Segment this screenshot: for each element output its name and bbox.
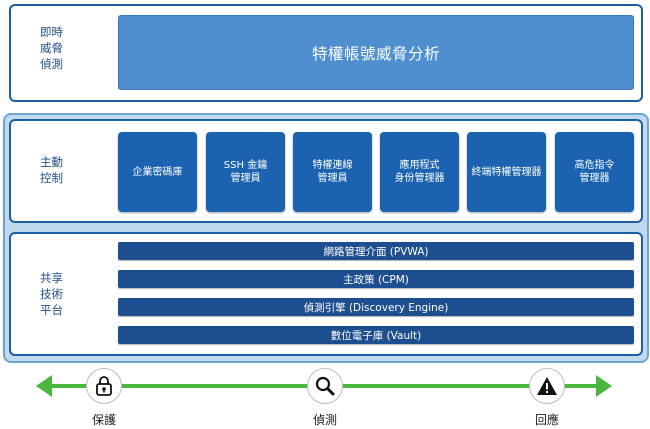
magnifier-icon [307,368,343,404]
application-identity-manager-box: 應用程式 身份管理器 [380,132,459,212]
threat-analytics-box: 特權帳號威脅分析 [118,15,634,90]
enterprise-password-vault-box: 企業密碼庫 [118,132,197,212]
warning-icon [529,368,565,404]
right-arrowhead [596,375,612,397]
active-control-label: 主動 控制 [40,155,63,185]
left-arrowhead [36,375,52,397]
privileged-session-manager-box: 特權連線 管理員 [293,132,372,212]
ssh-key-manager-box: SSH 金鑰 管理員 [206,132,285,212]
high-risk-command-manager-box: 高危指令 管理器 [555,132,634,212]
cpm-bar: 主政策 (CPM) [118,270,634,288]
axis-label-detect: 偵測 [312,413,337,427]
discovery-engine-bar: 偵測引擎 (Discovery Engine) [118,298,634,316]
threat-analytics-text: 特權帳號威脅分析 [311,44,440,63]
endpoint-privilege-manager-box: 終端特權管理器 [467,132,546,212]
threat-detection-label: 即時 威脅 偵測 [40,25,63,71]
vault-bar: 數位電子庫 (Vault) [118,326,634,344]
lock-icon [86,368,122,404]
axis-label-respond: 回應 [534,413,559,427]
axis-label-protect: 保護 [91,413,116,427]
shared-technology-label: 共享 技術 平台 [40,271,63,317]
pvwa-bar: 網路管理介面 (PVWA) [118,242,634,260]
